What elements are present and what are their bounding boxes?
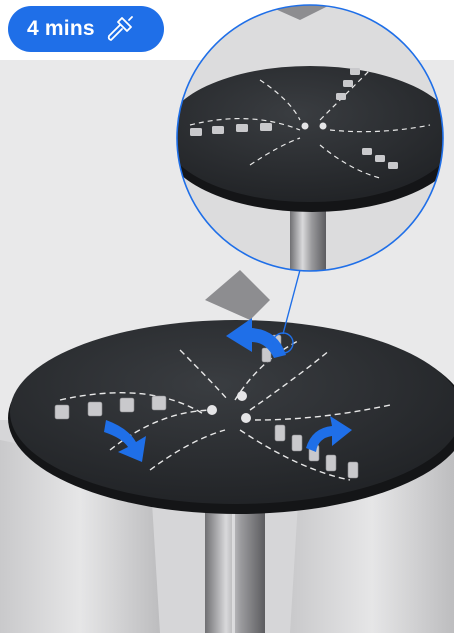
callout-connector <box>272 269 301 354</box>
zoom-callout-border <box>176 4 444 272</box>
tabletop <box>10 320 454 504</box>
fold-direction-arrows <box>104 318 352 462</box>
time-estimate-badge: 4 mins <box>8 6 164 52</box>
upper-wing <box>205 270 270 320</box>
zoom-callout <box>177 5 443 271</box>
time-estimate-label: 4 mins <box>27 17 95 40</box>
arrow-up-left <box>226 318 286 358</box>
arrow-down-left <box>104 420 146 462</box>
center-bolts <box>207 391 251 423</box>
tabletop-fold-lines <box>59 339 391 481</box>
hammer-icon <box>107 16 133 41</box>
arrow-up-right <box>306 416 352 452</box>
